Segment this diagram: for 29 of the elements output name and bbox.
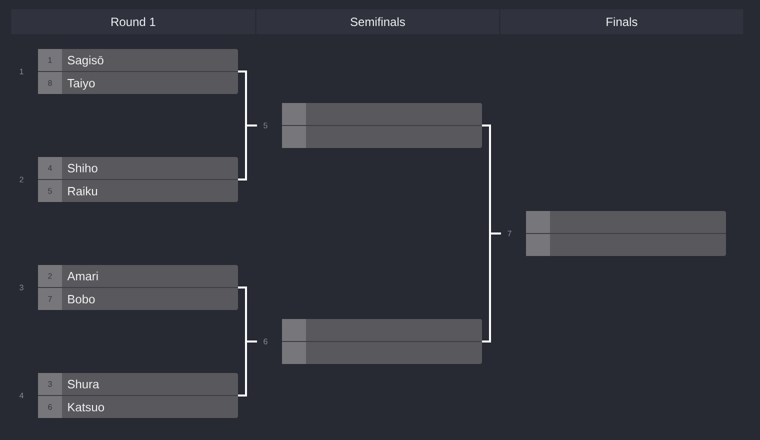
seed-cell: 4 (38, 157, 62, 179)
match-number: 7 (508, 230, 512, 236)
column-header: Semifinals (256, 9, 500, 34)
player-name: Katsuo (68, 403, 104, 412)
seed-cell: 3 (38, 373, 62, 395)
player-name: Shiho (68, 164, 98, 172)
bracket-line (238, 340, 257, 396)
seed-cell: 2 (38, 265, 62, 287)
player-name: Taiyo (67, 78, 95, 90)
match-number: 5 (264, 122, 268, 128)
bracket-line (482, 232, 501, 342)
match-number: 1 (20, 68, 24, 74)
bracket-line (238, 124, 257, 180)
player-name: Sagisō (68, 56, 104, 67)
seed-cell: 7 (38, 288, 62, 310)
seed-cell: 1 (38, 49, 62, 71)
column-header: Finals (500, 9, 744, 34)
seed-cell: 5 (38, 180, 62, 202)
match-number: 4 (19, 392, 24, 398)
player-name: Shura (68, 380, 100, 388)
match-number: 2 (20, 176, 24, 182)
column-header: Round 1 (11, 9, 256, 34)
seed-cell: 8 (38, 72, 62, 94)
player-name: Raiku (68, 186, 98, 196)
player-name: Bobo (68, 294, 95, 304)
match-number: 6 (264, 338, 268, 344)
seed-cell: 6 (38, 396, 62, 418)
match-number: 3 (20, 284, 24, 290)
player-name: Amari (67, 272, 98, 280)
